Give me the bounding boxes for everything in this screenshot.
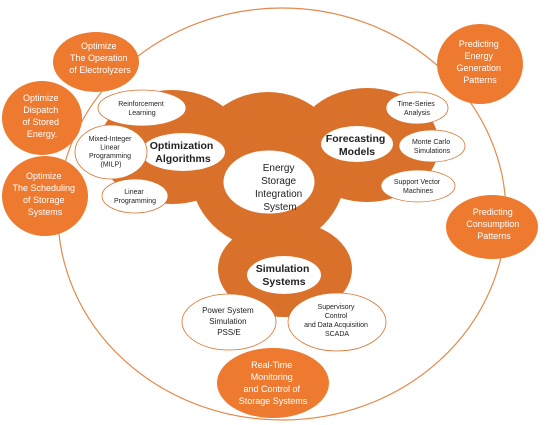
method-bubble-power-system xyxy=(181,293,277,351)
outcome-label-scheduling: Optimize The Scheduling of Storage Syste… xyxy=(12,171,77,217)
forecasting-hub-label: Forecasting Models xyxy=(326,133,388,158)
center-label-bubble xyxy=(223,150,315,214)
outcome-bubble-scheduling xyxy=(2,156,88,236)
method-bubble-support-vector xyxy=(380,169,456,203)
method-bubble-monte-carlo xyxy=(398,129,466,163)
method-label-time-series: Time-Series Analysis xyxy=(397,101,436,117)
outcome-bubble-consumption xyxy=(446,195,538,259)
outcome-bubble-generation xyxy=(437,24,523,104)
method-label-power-system: Power System Simulation PSS/E xyxy=(202,306,256,337)
method-label-scada: Supervisory Control and Data Acquisition… xyxy=(304,304,370,338)
outcome-bubble-monitoring xyxy=(217,348,329,418)
center-label: Energy Storage Integration System xyxy=(255,163,305,213)
outcome-label-dispatch: Optimize Dispatch of Stored Energy. xyxy=(22,93,61,139)
simulation-hub-label: Simulation Systems xyxy=(256,263,313,288)
outcome-bubble-dispatch xyxy=(2,81,82,155)
method-label-linear-programming: Linear Programming xyxy=(114,189,156,205)
method-bubble-milp xyxy=(74,124,148,180)
optimization-hub-label: Optimization Algorithms xyxy=(150,140,217,165)
simulation-hub-label-bubble xyxy=(247,256,321,294)
method-label-reinforcement-learning: Reinforcement Learning xyxy=(118,101,165,117)
outcome-bubble-electrolyzers xyxy=(53,32,139,92)
method-label-support-vector: Support Vector Machines xyxy=(394,179,442,195)
outcome-label-generation: Predicting Energy Generation Patterns xyxy=(456,39,503,85)
method-bubble-time-series xyxy=(385,91,449,125)
outcome-label-electrolyzers: Optimize The Operation of Electrolyzers xyxy=(69,41,131,75)
outcome-label-consumption: Predicting Consumption Patterns xyxy=(466,207,522,241)
method-label-milp: Mixed-Integer Linear Programming (MILP) xyxy=(89,136,134,169)
optimization-hub-label-bubble xyxy=(141,133,225,171)
method-label-monte-carlo: Monte Carlo Simulations xyxy=(412,139,452,155)
forecasting-hub-label-bubble xyxy=(321,126,393,162)
method-bubble-linear-programming xyxy=(101,178,169,214)
method-bubble-scada xyxy=(287,292,387,352)
method-bubble-reinforcement-learning xyxy=(97,89,187,127)
outcome-label-monitoring: Real-Time Monitoring and Control of Stor… xyxy=(239,360,308,406)
